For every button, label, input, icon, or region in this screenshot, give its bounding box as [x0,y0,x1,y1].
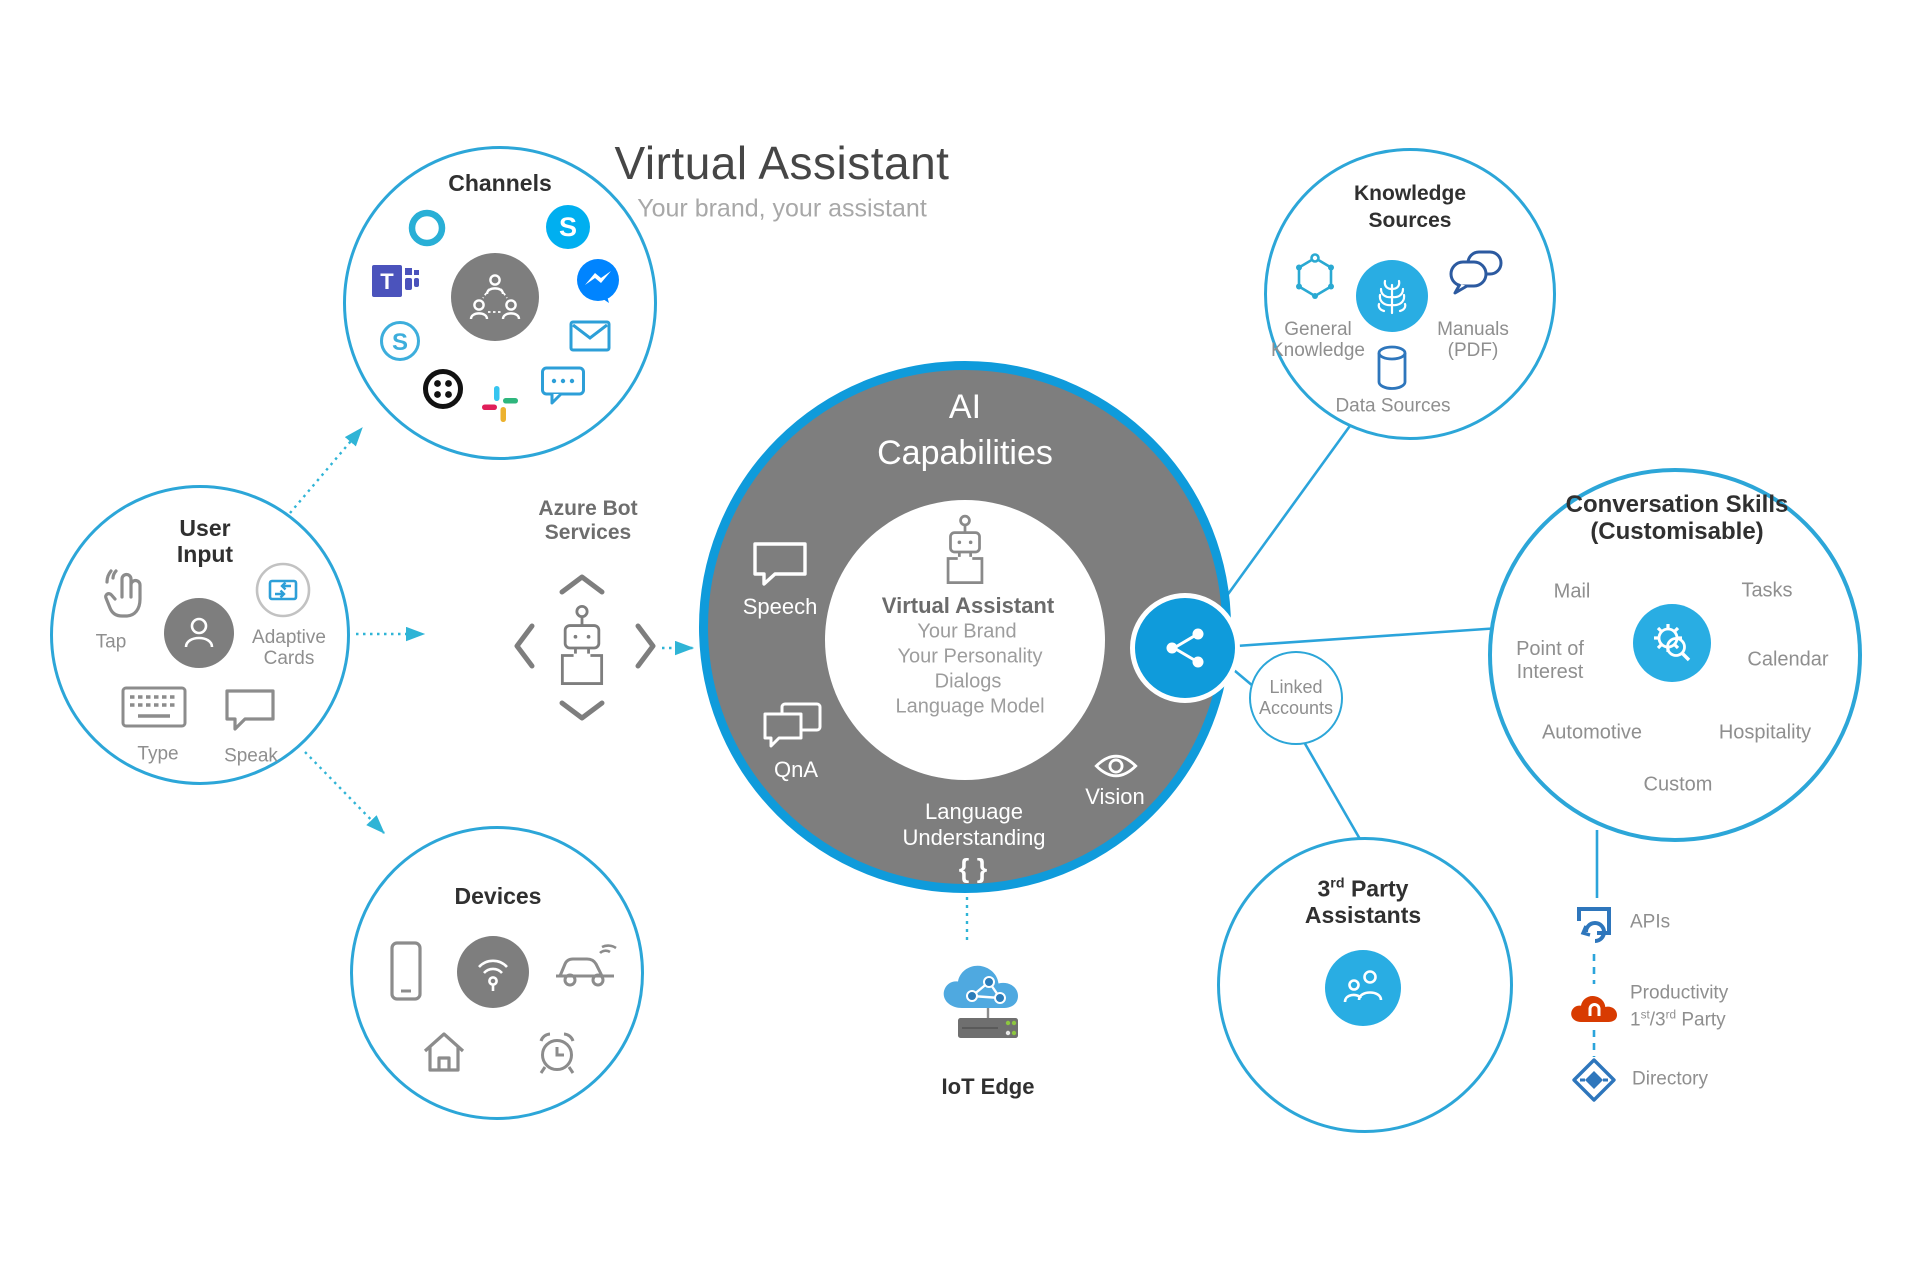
chevron-left-icon [512,622,536,670]
language-understanding-label: Language Understanding [902,799,1046,850]
arrow-userinput-to-channels [289,427,363,514]
home-icon [419,1027,469,1075]
azure-bot-title: Azure Bot Services [538,497,638,544]
vision-icon [1093,751,1139,781]
core-brand: Your Brand [917,620,1017,643]
speak-icon [223,687,277,735]
braces-icon: { } [958,853,988,884]
manuals-label: Manuals (PDF) [1437,319,1509,361]
data-sources-label: Data Sources [1335,395,1451,417]
qna-label: QnA [773,757,819,782]
skill-poi: Point of Interest [1516,638,1584,683]
directory-icon [1571,1057,1617,1103]
qna-icon [762,701,824,753]
bot-icon [553,603,611,693]
adaptive-cards-label: Adaptive Cards [252,627,326,669]
knowledge-hub [1356,260,1428,332]
vision-label: Vision [1085,784,1145,809]
speak-label: Speak [224,745,278,767]
core-title: Virtual Assistant [881,593,1055,618]
sms-icon [540,364,586,408]
email-icon [569,319,611,353]
skill-automotive: Automotive [1541,721,1643,744]
chevron-down-icon [558,699,606,723]
speech-icon [751,540,809,588]
apis-label: APIs [1630,911,1671,933]
type-label: Type [137,743,179,765]
bot-connector-hub [451,253,539,341]
third-party-hub [1325,950,1401,1026]
teams-icon: T [371,258,421,304]
ai-core-circle [825,500,1105,780]
skills-hub [1633,604,1711,682]
iot-edge-icon [932,950,1044,1050]
arrow-userinput-to-devices [304,751,385,834]
apis-icon [1571,901,1617,951]
line-share-to-knowledge [1216,411,1362,609]
directory-label: Directory [1632,1068,1709,1090]
skype-outline-icon: S [378,319,422,363]
share-node [1130,593,1240,703]
share-icon [1166,628,1204,668]
manuals-icon [1448,249,1504,297]
ordinal-sup: rd [1330,875,1345,892]
core-personality: Your Personality [897,645,1043,668]
productivity-icon [1568,986,1620,1028]
knowledge-title: Knowledge Sources [1353,182,1467,232]
chevron-up-icon [558,572,606,596]
speech-label: Speech [742,594,818,619]
keyboard-icon [121,686,187,728]
phone-icon [389,940,423,1002]
channels-title: Channels [448,170,552,196]
devices-title: Devices [454,883,542,909]
data-sources-icon [1373,344,1411,392]
wifi-speaker-icon [478,959,508,991]
assistant-bot-icon [940,513,990,591]
line-share-to-skills [1235,626,1501,648]
skype-icon: S [544,203,592,251]
twilio-icon [421,367,465,411]
connected-car-icon [552,942,618,990]
messenger-icon [575,258,621,304]
skill-hospitality: Hospitality [1718,721,1812,744]
slack-icon [480,384,520,424]
tap-icon [94,565,152,623]
general-knowledge-label: General Knowledge [1270,319,1366,361]
brain-icon [1377,279,1407,315]
linked-accounts-label: Linked Accounts [1258,677,1334,718]
skill-tasks: Tasks [1741,579,1793,602]
group-network-icon [469,274,521,320]
chevron-right-icon [634,622,658,670]
third-party-title: 3rd Party [1317,875,1409,902]
alarm-clock-icon [531,1027,583,1079]
productivity-label: Productivity 1st/3rd Party [1630,982,1729,1031]
svg-text:S: S [559,212,577,242]
adaptive-cards-icon [254,561,312,619]
smart-speaker-hub [457,936,529,1008]
svg-text:T: T [380,269,394,294]
skill-calendar: Calendar [1747,648,1829,671]
person-icon [184,617,214,648]
skill-mail: Mail [1553,580,1591,603]
user-input-title: User Input [176,515,234,567]
gear-search-icon [1654,624,1691,662]
cortana-icon [405,206,449,250]
tap-label: Tap [95,631,127,653]
linked-accounts-circle [1249,651,1343,745]
page-title: Virtual Assistant [614,137,950,189]
people-icon [1343,970,1383,1003]
svg-text:S: S [392,329,408,356]
third-party-title-line2: Assistants [1304,902,1422,928]
skills-title: Conversation Skills (Customisable) [1565,491,1789,545]
skill-custom: Custom [1643,773,1713,796]
iot-edge-label: IoT Edge [941,1074,1035,1099]
ai-capabilities-title: AI Capabilities [877,388,1053,472]
page-subtitle: Your brand, your assistant [637,194,927,223]
core-dialogs: Dialogs [934,670,1002,693]
general-knowledge-icon [1289,251,1341,303]
user-hub [164,598,234,668]
core-language-model: Language Model [895,695,1045,718]
